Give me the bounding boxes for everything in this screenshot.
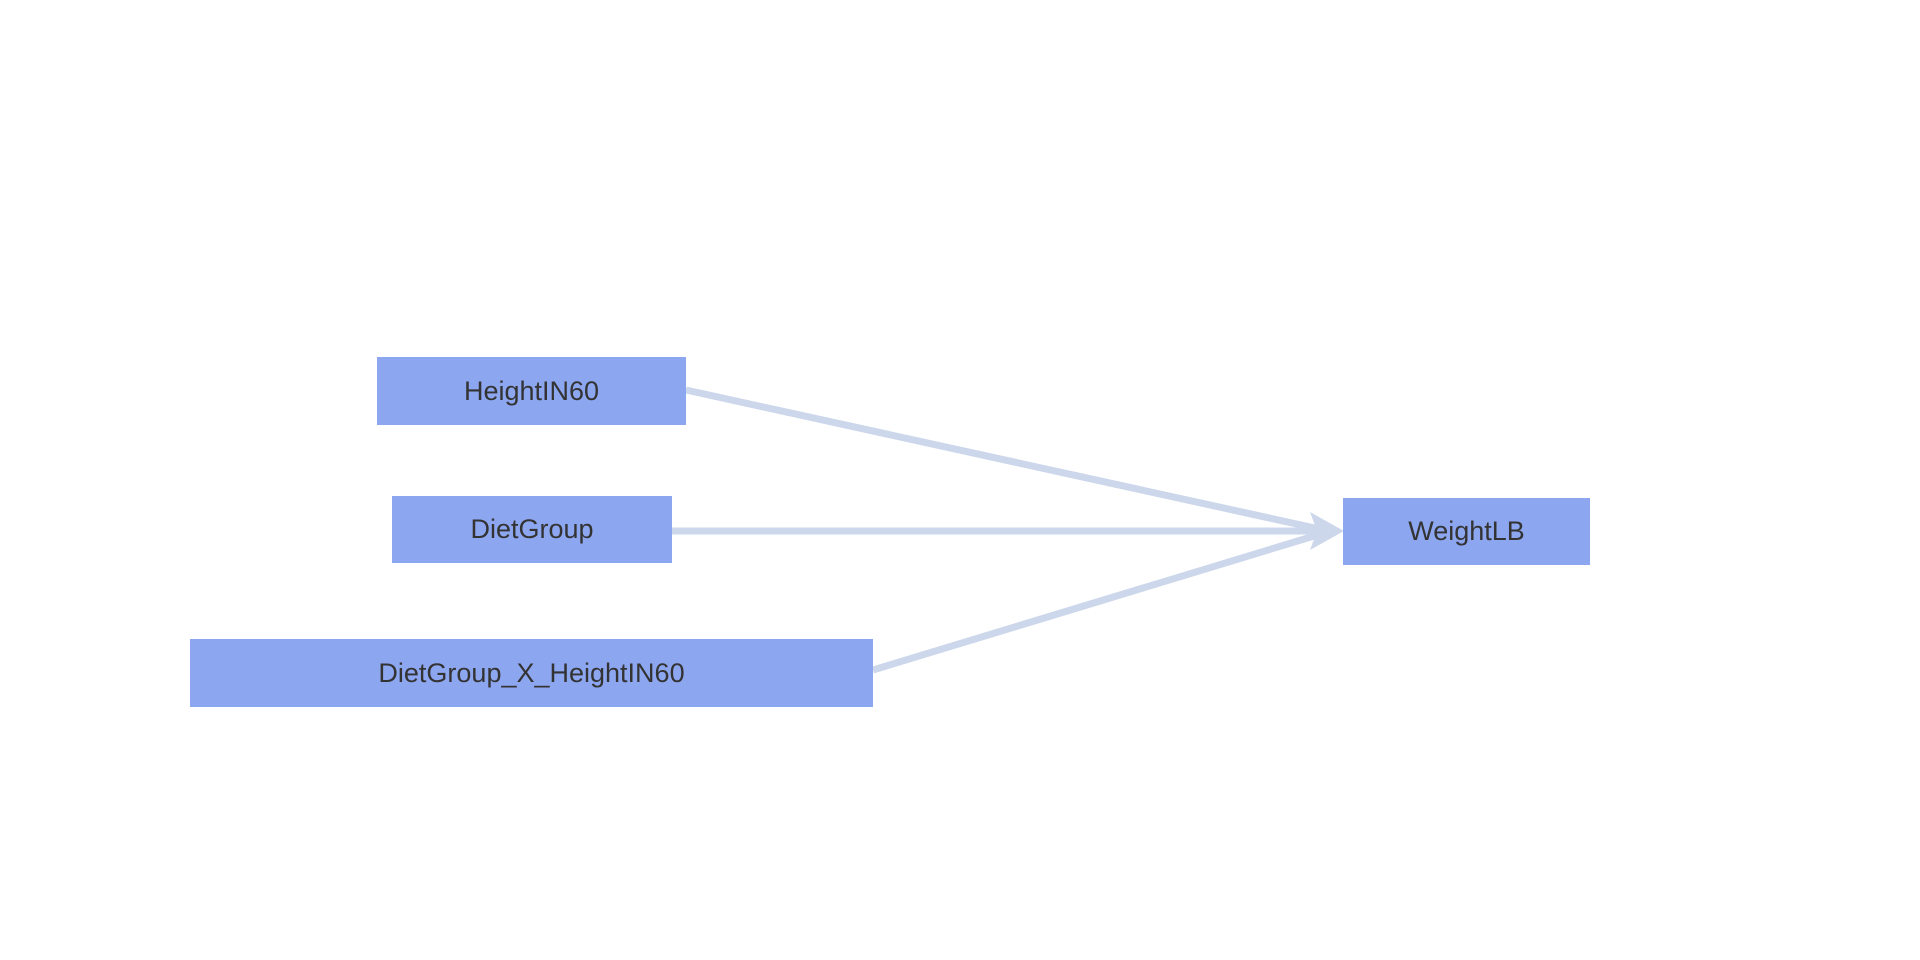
node-heightin60[interactable]: HeightIN60 [377,357,686,425]
node-label: DietGroup [470,514,594,544]
arrowhead-icon [1310,512,1344,550]
node-dietgroup[interactable]: DietGroup [392,496,672,563]
node-dietgroup-x-heightin60[interactable]: DietGroup_X_HeightIN60 [190,639,873,707]
node-label: WeightLB [1408,516,1525,546]
edge-heightin60-to-weightlb [685,386,1325,534]
node-weightlb[interactable]: WeightLB [1343,498,1590,565]
node-label: DietGroup_X_HeightIN60 [378,657,685,688]
node-label: HeightIN60 [463,375,600,406]
edge-dietgroup-x-heightin60-to-weightlb [871,529,1326,674]
